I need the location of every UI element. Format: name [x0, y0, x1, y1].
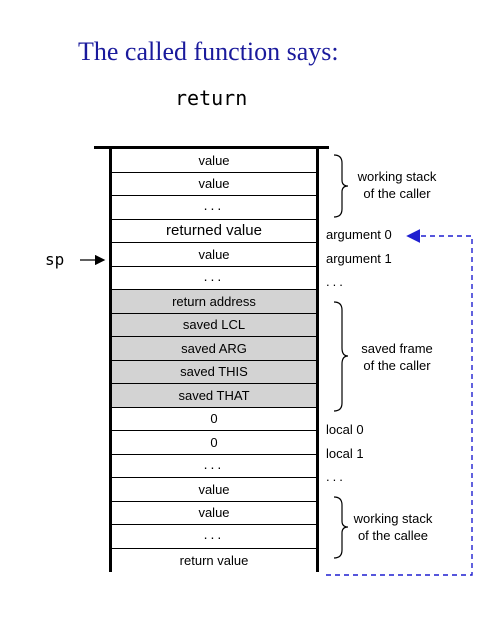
return-value-dashed-arrow	[326, 229, 473, 576]
stack-diagram: value value ... returned value value ...…	[109, 149, 319, 572]
stack-cell-callee-value-1: value	[112, 478, 316, 502]
stack-cell-caller-value-1: value	[112, 149, 316, 173]
stack-cell-return-value: return value	[112, 548, 316, 572]
callee-stack-label-line-2: of the callee	[357, 528, 429, 543]
slide-title: The called function says:	[78, 37, 339, 66]
label-argument-0: argument 0	[326, 227, 392, 242]
label-local-0: local 0	[326, 422, 364, 437]
label-local-1: local 1	[326, 446, 364, 461]
stack-cell-saved-that: saved THAT	[112, 384, 316, 408]
stack-cell-local-1: 0	[112, 431, 316, 455]
vm-command: return	[175, 86, 248, 110]
caller-stack-label: working stack of the caller	[352, 168, 442, 202]
stack-cell-saved-arg: saved ARG	[112, 337, 316, 361]
caller-stack-label-line-2: of the caller	[363, 186, 431, 201]
saved-frame-label-line-1: saved frame	[361, 341, 433, 356]
stack-cell-local-0: 0	[112, 407, 316, 431]
sp-label: sp	[45, 250, 65, 269]
saved-frame-brace	[333, 301, 349, 412]
stack-cell-return-address: return address	[112, 290, 316, 314]
stack-cell-callee-dots: ...	[112, 525, 316, 549]
caller-stack-brace	[333, 154, 349, 218]
stack-cell-saved-this: saved THIS	[112, 360, 316, 384]
stack-cell-arg-dots: ...	[112, 266, 316, 290]
stack-cell-caller-dots: ...	[112, 196, 316, 220]
label-argument-1: argument 1	[326, 251, 392, 266]
label-local-dots: ...	[326, 469, 346, 484]
caller-stack-label-line-1: working stack	[357, 169, 437, 184]
stack-cell-local-dots: ...	[112, 454, 316, 478]
stack-cell-callee-value-2: value	[112, 501, 316, 525]
stack-cell-returned-value: returned value	[112, 219, 316, 243]
callee-stack-brace	[333, 496, 349, 559]
stack-cell-caller-value-2: value	[112, 172, 316, 196]
stack-cell-arg-value: value	[112, 243, 316, 267]
callee-stack-label: working stack of the callee	[348, 510, 438, 544]
label-argument-dots: ...	[326, 274, 346, 289]
stack-top-bar	[94, 146, 329, 149]
callee-stack-label-line-1: working stack	[353, 511, 433, 526]
stack-cell-saved-lcl: saved LCL	[112, 313, 316, 337]
saved-frame-label: saved frame of the caller	[352, 340, 442, 374]
saved-frame-label-line-2: of the caller	[363, 358, 431, 373]
